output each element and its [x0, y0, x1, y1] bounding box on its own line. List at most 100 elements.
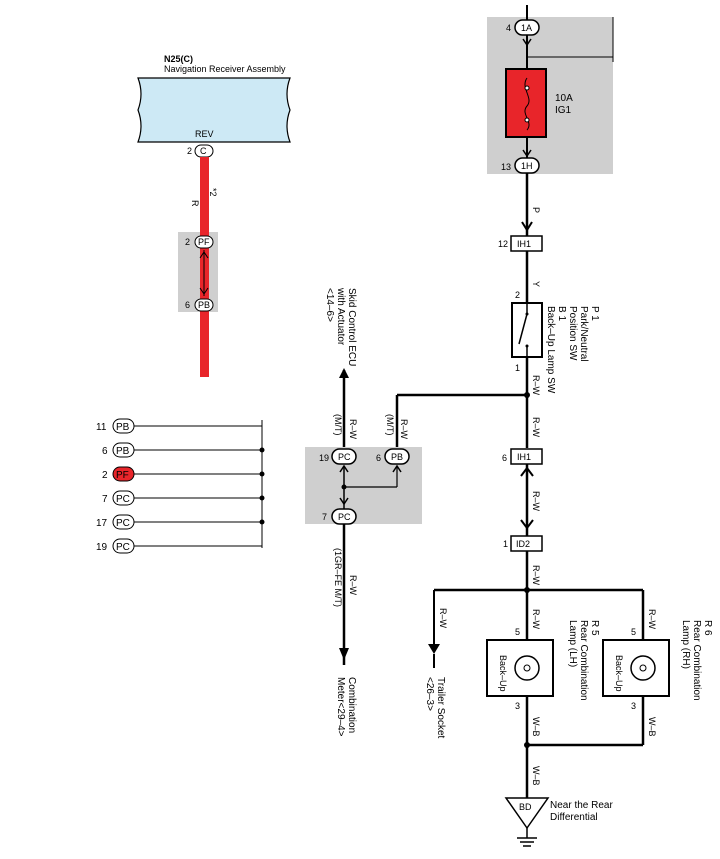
list-pin-6: 19: [96, 542, 108, 553]
nav-pin: 2: [187, 146, 192, 156]
pc-pin: 19: [319, 453, 329, 463]
list-conn-1: [112, 418, 135, 434]
svg-text:Trailer Socket: Trailer Socket: [435, 677, 446, 739]
r5-label: R 5 Rear Combination Lamp (LH): [567, 620, 600, 701]
wire-rw-4: R–W: [531, 565, 541, 586]
svg-text:Lamp (LH): Lamp (LH): [567, 620, 578, 667]
list-conn-2: [112, 442, 135, 458]
wire-wb-3: W–B: [531, 766, 541, 786]
id2-pin: 1: [503, 539, 508, 549]
pb-conn-label: PB: [198, 300, 210, 310]
wire-wb-2: W–B: [647, 717, 657, 737]
list-conn-6: [112, 538, 135, 554]
ground-icon: [504, 797, 550, 830]
skid-ecu-label: Skid Control ECU with Actuator <14–6>: [324, 287, 357, 366]
r5-bulb-icon: [514, 655, 540, 681]
ih1-top-pin: 12: [498, 239, 508, 249]
wire-mt-1: (M/T): [385, 414, 395, 436]
svg-text:Park/Neutral: Park/Neutral: [578, 306, 589, 362]
list-conn-label-5: PC: [116, 518, 130, 529]
pb-mid-conn-label: PB: [391, 452, 403, 462]
r5-pin-top: 5: [515, 627, 520, 637]
fuse-name: IG1: [555, 105, 572, 116]
svg-text:Position SW: Position SW: [567, 306, 578, 361]
r6-inner: Back–Up: [614, 655, 624, 692]
meter-label: Combination Meter<29–4>: [335, 677, 357, 737]
wire-gr: (1GR–FE M/T): [333, 548, 343, 607]
svg-text:Rear Combination: Rear Combination: [578, 620, 589, 701]
ground-code: BD: [519, 802, 532, 812]
fuse-top-conn-label: 1A: [521, 23, 532, 33]
fuse-bot-conn-label: 1H: [521, 161, 533, 171]
pc-connector: [331, 448, 357, 465]
svg-text:R 6: R 6: [702, 620, 713, 636]
r6-pin-bot: 3: [631, 701, 636, 711]
nav-receiver-box: [137, 77, 291, 143]
ih1-top-label: IH1: [517, 239, 531, 249]
pb-pin: 6: [185, 300, 190, 310]
list-pin-1: 11: [96, 422, 107, 433]
list-pin-2: 6: [102, 446, 108, 457]
nav-conn-label: C: [200, 146, 207, 156]
list-pin-3: 2: [102, 470, 108, 481]
svg-text:with Actuator: with Actuator: [335, 287, 346, 346]
list-conn-label-6: PC: [116, 542, 130, 553]
pc-conn-label: PC: [338, 452, 351, 462]
list-conn-3: [112, 466, 135, 482]
list-conn-label-3: PF: [116, 470, 129, 481]
svg-text:<26–3>: <26–3>: [424, 677, 435, 711]
svg-text:<14–6>: <14–6>: [324, 288, 335, 322]
nav-rev-label: REV: [195, 129, 214, 139]
wire-rw-r6: R–W: [647, 609, 657, 630]
fuse-rating: 10A: [555, 93, 573, 104]
svg-text:P 1: P 1: [589, 306, 600, 321]
wire-rw-3: R–W: [531, 491, 541, 512]
pf-conn-label: PF: [198, 237, 210, 247]
wire-rw-r5: R–W: [531, 609, 541, 630]
left-connector-list: 11 PB 6 PB 2 PF 7 PC 17 PC 19 PC: [96, 418, 265, 554]
wire-mt-2: (M/T): [333, 414, 343, 436]
ground-line1: Near the Rear: [550, 800, 613, 811]
fuse-bot-pin: 13: [501, 162, 511, 172]
list-pin-4: 7: [102, 494, 108, 505]
switch-label: P 1 Park/Neutral Position SW B 1 Back–Up…: [545, 306, 600, 394]
wire-rw-meter: R–W: [348, 575, 358, 596]
nav-wire-note: *2: [208, 188, 218, 197]
fuse-top-pin: 4: [506, 23, 511, 33]
r5-inner: Back–Up: [498, 655, 508, 692]
svg-text:Combination: Combination: [346, 677, 357, 733]
r6-bulb-icon: [630, 655, 656, 681]
svg-text:B 1: B 1: [556, 306, 567, 321]
wire-rw-trailer: R–W: [438, 608, 448, 629]
wire-wb-1: W–B: [531, 717, 541, 737]
wire-rw-2: R–W: [531, 417, 541, 438]
id2-label: ID2: [516, 539, 530, 549]
svg-text:Back–Up Lamp SW: Back–Up Lamp SW: [545, 306, 556, 394]
list-pin-5: 17: [96, 518, 108, 529]
pc2-conn-label: PC: [338, 512, 351, 522]
wire-rw-1: R–W: [531, 375, 541, 396]
pf-pin: 2: [185, 237, 190, 247]
list-conn-label-4: PC: [116, 494, 130, 505]
r6-label: R 6 Rear Combination Lamp (RH): [680, 620, 713, 701]
ih1-mid-label: IH1: [517, 452, 531, 462]
wire-p: P: [531, 207, 541, 213]
r6-lamp: [602, 639, 670, 697]
list-conn-label-2: PB: [116, 446, 130, 457]
svg-text:Meter<29–4>: Meter<29–4>: [335, 677, 346, 737]
r6-pin-top: 5: [631, 627, 636, 637]
pb-mid-pin: 6: [376, 453, 381, 463]
nav-name: Navigation Receiver Assembly: [164, 64, 286, 74]
wire-y: Y: [531, 281, 541, 287]
pb-connector: [194, 298, 214, 312]
wire-rw-skid: R–W: [348, 419, 358, 440]
list-conn-5: [112, 514, 135, 530]
svg-text:R 5: R 5: [589, 620, 600, 636]
svg-text:Rear Combination: Rear Combination: [691, 620, 702, 701]
ih1-mid-pin: 6: [502, 453, 507, 463]
nav-code: N25(C): [164, 54, 193, 64]
r5-pin-bot: 3: [515, 701, 520, 711]
wire-rw-top: R–W: [399, 419, 409, 440]
ih1-top-connector: [510, 235, 543, 252]
